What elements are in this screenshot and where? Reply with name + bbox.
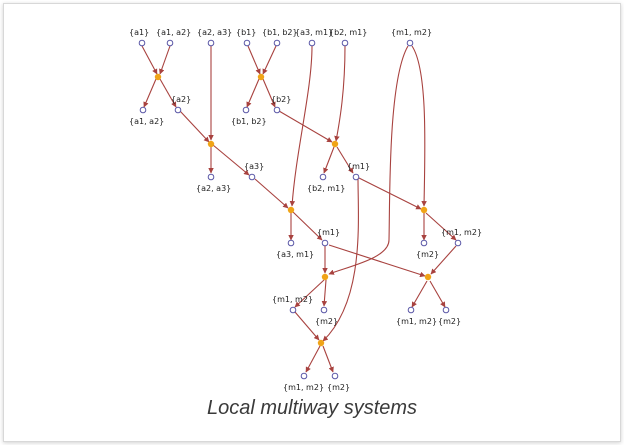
edge bbox=[411, 45, 427, 207]
event-node bbox=[287, 206, 295, 214]
event-node bbox=[420, 206, 428, 214]
state-node bbox=[139, 106, 147, 114]
state-node bbox=[287, 239, 295, 247]
edge bbox=[430, 245, 457, 275]
state-label: {a1} bbox=[129, 28, 149, 37]
state-label: {a3, m1} bbox=[276, 250, 314, 259]
state-node bbox=[341, 39, 349, 47]
state-node bbox=[243, 39, 251, 47]
state-label: {a3, m1} bbox=[295, 28, 333, 37]
edge bbox=[246, 78, 260, 108]
edge bbox=[292, 211, 323, 241]
edge bbox=[294, 279, 325, 308]
state-label: {a2} bbox=[171, 95, 191, 104]
state-node bbox=[442, 306, 450, 314]
state-label: {b1, b2} bbox=[231, 117, 267, 126]
state-node bbox=[138, 39, 146, 47]
event-node bbox=[207, 140, 215, 148]
state-label: {b2, m1} bbox=[307, 184, 345, 193]
edge bbox=[278, 110, 333, 143]
state-node bbox=[454, 239, 462, 247]
state-node bbox=[174, 106, 182, 114]
state-label: {b2} bbox=[271, 95, 291, 104]
edge bbox=[212, 144, 250, 176]
state-label: {m2} bbox=[438, 317, 461, 326]
edge bbox=[262, 45, 277, 75]
state-label: {a2, a3} bbox=[197, 28, 232, 37]
edge bbox=[334, 45, 346, 142]
edge bbox=[336, 146, 354, 174]
event-node bbox=[257, 73, 265, 81]
figure-frame bbox=[3, 3, 621, 442]
state-node bbox=[420, 239, 428, 247]
state-label: {m2} bbox=[327, 383, 350, 392]
state-label: {m1, m2} bbox=[441, 228, 482, 237]
edge bbox=[294, 311, 320, 341]
event-node bbox=[154, 73, 162, 81]
state-node bbox=[242, 106, 250, 114]
event-node bbox=[331, 140, 339, 148]
state-label: {m2} bbox=[315, 317, 338, 326]
state-node bbox=[406, 39, 414, 47]
state-label: {m2} bbox=[416, 250, 439, 259]
event-nodes bbox=[154, 73, 432, 347]
edge bbox=[425, 212, 457, 241]
state-label: {m1} bbox=[317, 228, 340, 237]
edge bbox=[143, 78, 157, 108]
state-node bbox=[319, 173, 327, 181]
event-node bbox=[424, 273, 432, 281]
edge bbox=[322, 345, 334, 373]
edge bbox=[321, 279, 328, 307]
state-node bbox=[289, 306, 297, 314]
state-node bbox=[207, 39, 215, 47]
state-label: {b2, m1} bbox=[329, 28, 367, 37]
state-label: {a2, a3} bbox=[196, 184, 231, 193]
state-node bbox=[320, 306, 328, 314]
edge bbox=[411, 280, 428, 308]
edge bbox=[179, 110, 210, 143]
state-node bbox=[207, 173, 215, 181]
state-label: {a3} bbox=[244, 162, 264, 171]
edge bbox=[141, 45, 158, 75]
edges bbox=[141, 45, 457, 373]
state-node bbox=[273, 106, 281, 114]
state-nodes bbox=[138, 39, 462, 380]
state-node bbox=[407, 306, 415, 314]
event-node bbox=[317, 339, 325, 347]
state-label: {m1, m2} bbox=[391, 28, 432, 37]
edge bbox=[328, 244, 426, 278]
edge bbox=[159, 45, 171, 75]
state-label: {b1, b2} bbox=[262, 28, 298, 37]
state-node bbox=[248, 173, 256, 181]
figure-caption: Local multiway systems bbox=[206, 397, 418, 419]
edge bbox=[262, 78, 276, 108]
state-node bbox=[308, 39, 316, 47]
edge bbox=[328, 45, 409, 275]
edge bbox=[247, 45, 261, 75]
state-label: {m1} bbox=[347, 162, 370, 171]
edge bbox=[323, 146, 335, 174]
state-label: {a1, a2} bbox=[129, 117, 164, 126]
state-label: {m1, m2} bbox=[396, 317, 437, 326]
edge bbox=[429, 280, 446, 308]
edge bbox=[289, 45, 313, 207]
state-node bbox=[321, 239, 329, 247]
state-label: {m1, m2} bbox=[283, 383, 324, 392]
state-label: {b1} bbox=[236, 28, 256, 37]
edge bbox=[322, 177, 359, 342]
state-node bbox=[300, 372, 308, 380]
state-node bbox=[273, 39, 281, 47]
edge bbox=[254, 178, 289, 209]
edge bbox=[159, 78, 177, 108]
state-node bbox=[166, 39, 174, 47]
state-labels: {a1} {a1, a2} {a2, a3} {b1} {b1, b2} {a3… bbox=[129, 28, 482, 392]
state-node bbox=[331, 372, 339, 380]
state-node bbox=[352, 173, 360, 181]
state-label: {a1, a2} bbox=[156, 28, 191, 37]
event-node bbox=[321, 273, 329, 281]
state-label: {m1, m2} bbox=[272, 295, 313, 304]
edge bbox=[305, 345, 321, 373]
